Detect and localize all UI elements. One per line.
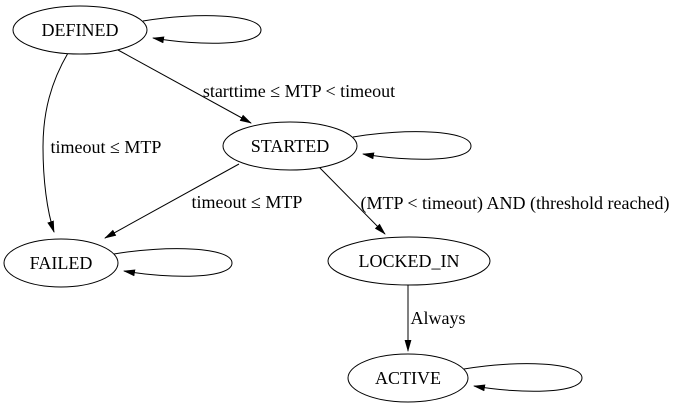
state-ellipse-failed [3, 238, 119, 288]
state-ellipse-started [222, 121, 358, 171]
self-loop-active [463, 363, 583, 392]
state-label-defined: DEFINED [42, 20, 119, 40]
state-node-locked-in: LOCKED_IN [327, 236, 491, 286]
edge-label-started-to-locked-in: (MTP < timeout) AND (threshold reached) [361, 193, 670, 214]
state-label-locked-in: LOCKED_IN [359, 251, 460, 271]
edge-label-locked-in-to-active: Always [411, 308, 466, 328]
state-label-started: STARTED [251, 136, 329, 156]
state-label-active: ACTIVE [375, 368, 441, 388]
edge-label-defined-to-failed: timeout ≤ MTP [51, 137, 162, 157]
state-ellipse-active [347, 353, 469, 403]
state-node-active: ACTIVE [347, 353, 469, 403]
state-ellipse-defined [12, 5, 148, 55]
state-label-failed: FAILED [30, 253, 93, 273]
state-node-failed: FAILED [3, 238, 119, 288]
state-node-started: STARTED [222, 121, 358, 171]
state-ellipse-locked-in [327, 236, 491, 286]
edge-defined-to-started [117, 49, 252, 124]
edge-defined-to-failed [42, 52, 69, 233]
self-loop-failed [113, 248, 233, 277]
edge-started-to-failed [104, 163, 240, 239]
edge-started-to-locked-in [317, 165, 386, 235]
self-loop-defined [142, 15, 262, 44]
edge-label-started-to-failed: timeout ≤ MTP [192, 192, 303, 212]
self-loop-started [352, 131, 472, 160]
state-node-defined: DEFINED [12, 5, 148, 55]
edge-label-defined-to-started: starttime ≤ MTP < timeout [203, 81, 395, 101]
